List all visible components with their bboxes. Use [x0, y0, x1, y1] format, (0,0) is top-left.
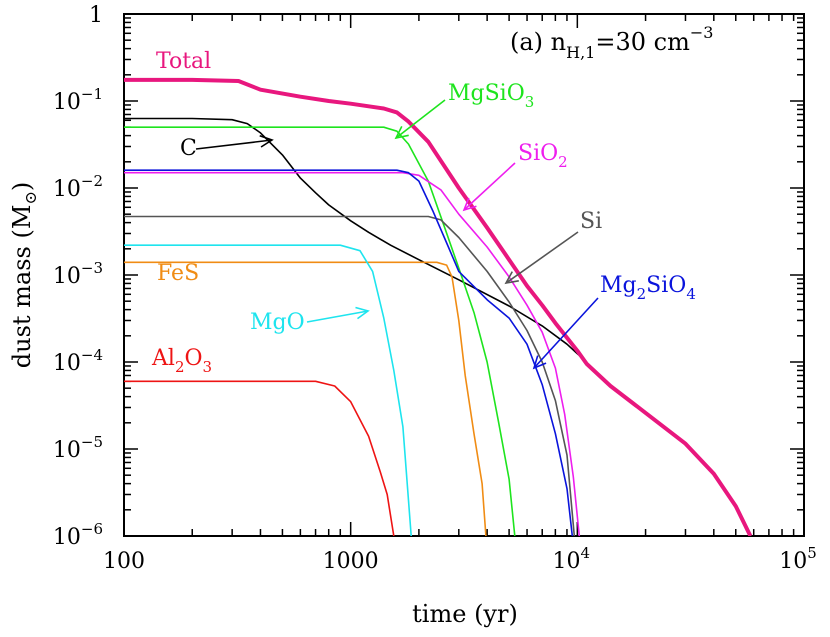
series-label-fes: FeS [157, 261, 199, 286]
axis-tick-labels: 100 1000 104 105 1 10−1 10−2 10−3 10−4 10−5 10−6 [53, 3, 817, 574]
series-line-c [124, 117, 588, 363]
arrow-head-sio2 [462, 197, 477, 212]
series-label-mg2sio4: Mg2SiO4 [600, 273, 696, 303]
y-tick-label: 10−4 [53, 346, 103, 376]
x-axis-label: time (yr) [412, 600, 518, 628]
series-label-mgsio3: MgSiO3 [448, 81, 534, 111]
y-tick-label: 10−6 [53, 520, 103, 550]
x-tick-label: 1000 [323, 549, 379, 574]
arrow-head-c [259, 135, 274, 148]
y-axis-label: dust mass (M⊙) [8, 182, 40, 368]
y-tick-label: 10−1 [53, 85, 103, 115]
y-tick-label: 1 [89, 3, 103, 28]
arrow-sio2 [463, 162, 516, 211]
series-line-mgsio3 [124, 126, 516, 536]
y-tick-label: 10−3 [53, 259, 103, 289]
x-tick-label: 100 [103, 549, 145, 574]
arrow-c [195, 139, 273, 150]
arrow-head-si [504, 271, 519, 285]
series-label-c: C [180, 136, 197, 161]
series-lines [124, 77, 753, 536]
series-label-si: Si [580, 209, 602, 234]
series-label-sio2: SiO2 [518, 141, 568, 171]
series-line-mg2sio4 [124, 169, 574, 536]
series-line-al2o3 [124, 380, 395, 536]
x-tick-label: 105 [779, 544, 817, 574]
arrow-mg2sio4 [533, 297, 599, 369]
arrow-si [505, 231, 579, 284]
series-arrows [195, 99, 599, 370]
x-tick-label: 104 [553, 544, 591, 574]
series-line-total [124, 77, 753, 536]
y-tick-label: 10−5 [53, 433, 103, 463]
series-label-al2o3: Al2O3 [151, 346, 212, 376]
series-line-fes [124, 261, 487, 536]
arrow-head-mgo [355, 306, 370, 320]
axis-ticks [123, 14, 804, 537]
arrow-head-mg2sio4 [532, 355, 547, 370]
series-label-mgo: MgO [250, 310, 305, 335]
series-label-total: Total [156, 49, 211, 74]
y-tick-label: 10−2 [53, 172, 103, 202]
arrow-mgsio3 [395, 99, 446, 139]
arrow-mgo [306, 310, 369, 323]
series-line-mgo [124, 244, 412, 536]
arrow-head-mgsio3 [394, 126, 409, 140]
annotation-label: (a) nH,1=30 cm−3 [510, 23, 713, 62]
